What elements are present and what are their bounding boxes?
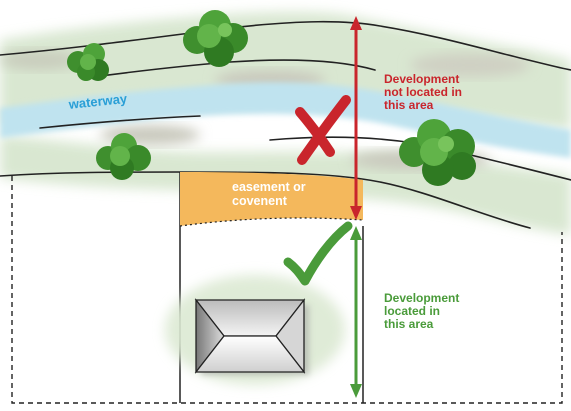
located-label-line: this area (384, 317, 434, 331)
not-located-label-line: Development (384, 72, 460, 86)
not-located-label: Development not located in this area (384, 73, 494, 112)
located-arrow (350, 226, 362, 398)
not-located-label-line: not located in (384, 85, 462, 99)
located-label-line: Development (384, 291, 460, 305)
located-label-line: located in (384, 304, 441, 318)
waterway-river (0, 82, 571, 158)
house-roof-icon (194, 298, 309, 375)
green-checkmark-icon (283, 221, 353, 286)
easement-label-line: easement or (232, 180, 306, 194)
easement-label-line: covenent (232, 194, 287, 208)
located-label: Development located in this area (384, 292, 494, 331)
tree-icon (67, 10, 476, 186)
not-located-arrow (350, 16, 362, 220)
easement-area (179, 172, 364, 227)
not-located-label-line: this area (384, 98, 434, 112)
red-cross-icon (295, 95, 351, 165)
easement-label: easement or covenent (232, 180, 342, 208)
